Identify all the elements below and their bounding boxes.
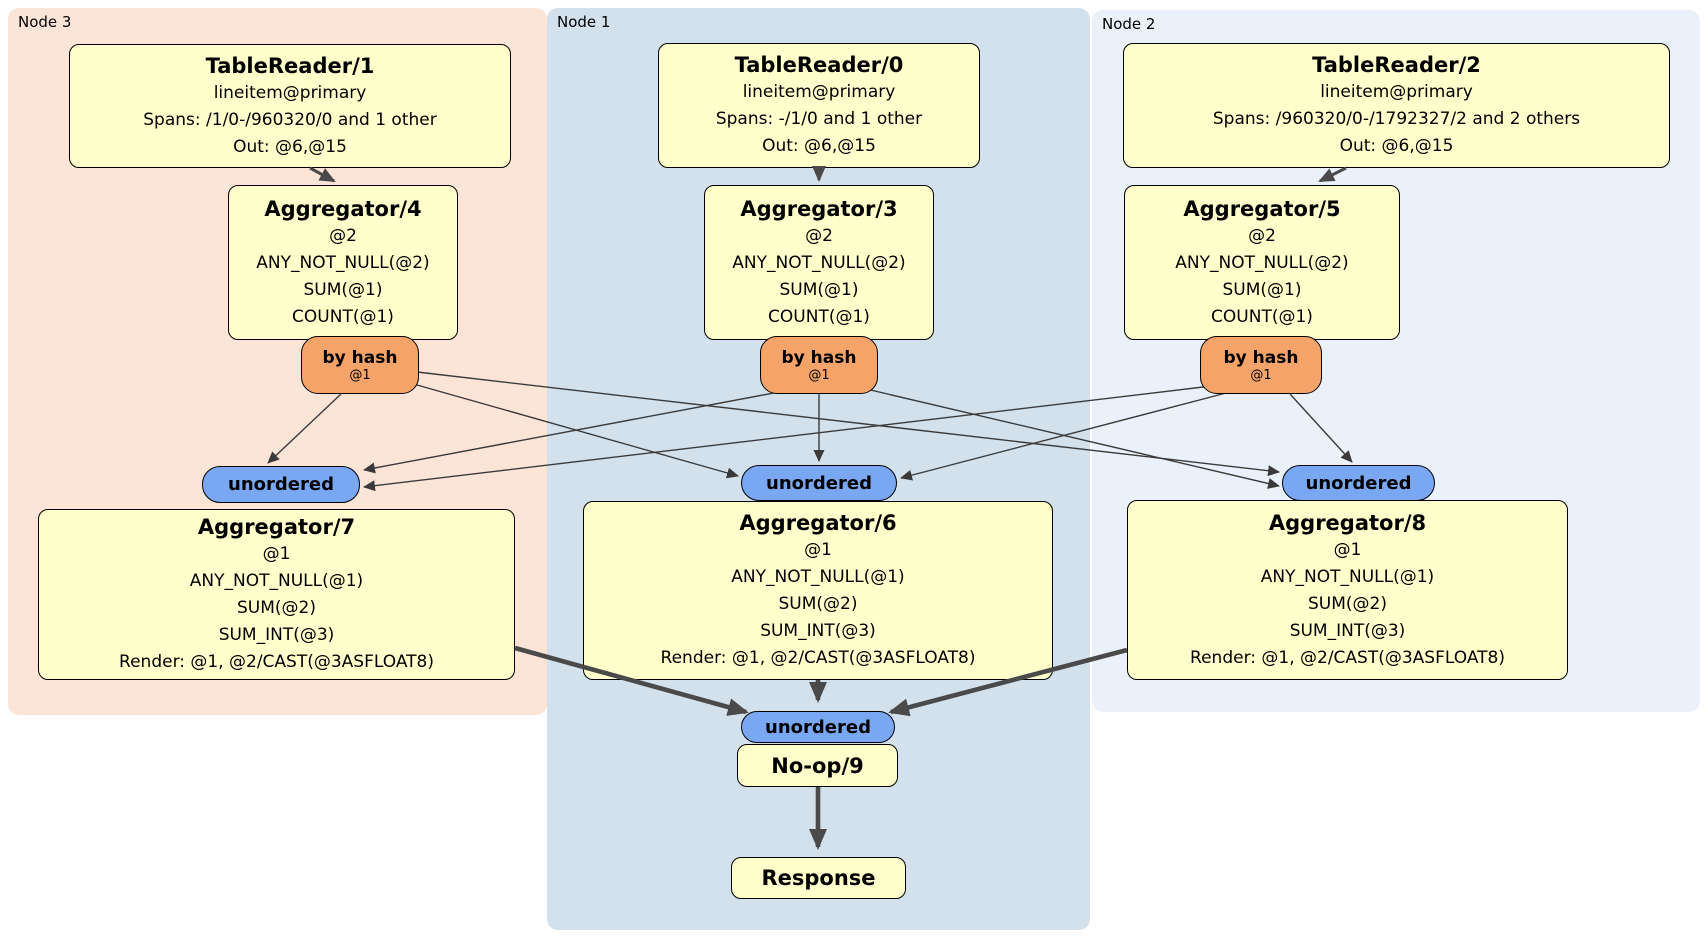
router-label: by hash (1223, 347, 1299, 368)
aggregator-3-box: Aggregator/3 @2 ANY_NOT_NULL(@2) SUM(@1)… (704, 185, 934, 340)
response-box: Response (731, 857, 906, 899)
box-line: SUM_INT(@3) (760, 621, 876, 641)
box-line: Out: @6,@15 (233, 136, 347, 157)
box-line: SUM_INT(@3) (218, 625, 335, 645)
box-line: Spans: -/1/0 and 1 other (715, 109, 923, 129)
box-line: SUM(@2) (778, 594, 858, 614)
node1-region-label: Node 1 (557, 13, 611, 31)
box-line: Out: @6,@15 (762, 136, 876, 156)
box-line: ANY_NOT_NULL(@2) (1175, 252, 1349, 273)
box-line: ANY_NOT_NULL(@2) (732, 252, 906, 273)
box-line: Out: @6,@15 (1339, 136, 1454, 156)
tablereader-2-box: TableReader/2 lineitem@primary Spans: /9… (1123, 43, 1670, 168)
box-line: COUNT(@1) (1211, 306, 1313, 327)
box-line: @2 (1248, 225, 1276, 246)
tablereader-1-box: TableReader/1 lineitem@primary Spans: /1… (69, 44, 511, 168)
box-line: Spans: /1/0-/960320/0 and 1 other (143, 109, 437, 130)
node2-region-label: Node 2 (1102, 15, 1156, 33)
box-line: Render: @1, @2/CAST(@3ASFLOAT8) (119, 652, 434, 672)
box-line: @1 (262, 544, 291, 564)
box-title: TableReader/0 (734, 53, 904, 77)
box-line: ANY_NOT_NULL(@1) (189, 571, 364, 591)
aggregator-8-box: Aggregator/8 @1 ANY_NOT_NULL(@1) SUM(@2)… (1127, 500, 1568, 680)
unordered-sync-final: unordered (741, 711, 895, 743)
router-sublabel: @1 (808, 367, 830, 383)
box-title: No-op/9 (771, 753, 864, 778)
box-line: SUM(@1) (303, 279, 383, 300)
box-line: SUM(@2) (237, 598, 316, 618)
unordered-sync-node2: unordered (1282, 465, 1435, 501)
box-line: ANY_NOT_NULL(@1) (1260, 566, 1435, 587)
box-title: Aggregator/5 (1183, 196, 1341, 221)
box-line: ANY_NOT_NULL(@1) (731, 567, 905, 587)
box-line: Render: @1, @2/CAST(@3ASFLOAT8) (660, 648, 976, 668)
tablereader-0-box: TableReader/0 lineitem@primary Spans: -/… (658, 43, 980, 168)
by-hash-router-node3: by hash @1 (301, 336, 419, 394)
box-line: SUM_INT(@3) (1289, 620, 1406, 641)
box-line: lineitem@primary (213, 82, 367, 103)
box-line: @1 (1333, 539, 1362, 560)
box-title: TableReader/2 (1312, 53, 1481, 77)
box-line: @2 (805, 225, 833, 246)
box-line: SUM(@1) (779, 279, 859, 300)
box-line: lineitem@primary (1320, 82, 1473, 102)
unordered-sync-node3: unordered (202, 466, 360, 503)
node3-region-label: Node 3 (18, 13, 72, 31)
box-title: Aggregator/7 (197, 515, 356, 539)
by-hash-router-node1: by hash @1 (760, 336, 878, 394)
router-label: by hash (322, 347, 398, 368)
box-line: lineitem@primary (742, 82, 896, 102)
box-line: COUNT(@1) (768, 306, 870, 327)
box-title: Aggregator/4 (264, 196, 422, 221)
box-line: SUM(@2) (1308, 593, 1387, 614)
aggregator-5-box: Aggregator/5 @2 ANY_NOT_NULL(@2) SUM(@1)… (1124, 185, 1400, 340)
box-title: TableReader/1 (205, 53, 375, 78)
router-sublabel: @1 (1250, 367, 1272, 383)
noop-9-box: No-op/9 (737, 744, 898, 787)
box-line: ANY_NOT_NULL(@2) (256, 252, 430, 273)
by-hash-router-node2: by hash @1 (1200, 336, 1322, 394)
box-line: @1 (804, 540, 832, 560)
box-line: Render: @1, @2/CAST(@3ASFLOAT8) (1190, 647, 1505, 668)
aggregator-7-box: Aggregator/7 @1 ANY_NOT_NULL(@1) SUM(@2)… (38, 509, 515, 680)
router-label: by hash (781, 347, 857, 368)
box-title: Response (761, 866, 876, 890)
router-sublabel: @1 (349, 367, 371, 383)
box-title: Aggregator/6 (739, 511, 897, 535)
box-title: Aggregator/3 (740, 196, 898, 221)
box-line: COUNT(@1) (292, 306, 394, 327)
box-line: Spans: /960320/0-/1792327/2 and 2 others (1212, 109, 1581, 129)
aggregator-4-box: Aggregator/4 @2 ANY_NOT_NULL(@2) SUM(@1)… (228, 185, 458, 340)
box-title: Aggregator/8 (1268, 510, 1427, 535)
box-line: SUM(@1) (1222, 279, 1302, 300)
unordered-sync-node1: unordered (741, 465, 897, 501)
box-line: @2 (329, 225, 357, 246)
aggregator-6-box: Aggregator/6 @1 ANY_NOT_NULL(@1) SUM(@2)… (583, 501, 1053, 680)
